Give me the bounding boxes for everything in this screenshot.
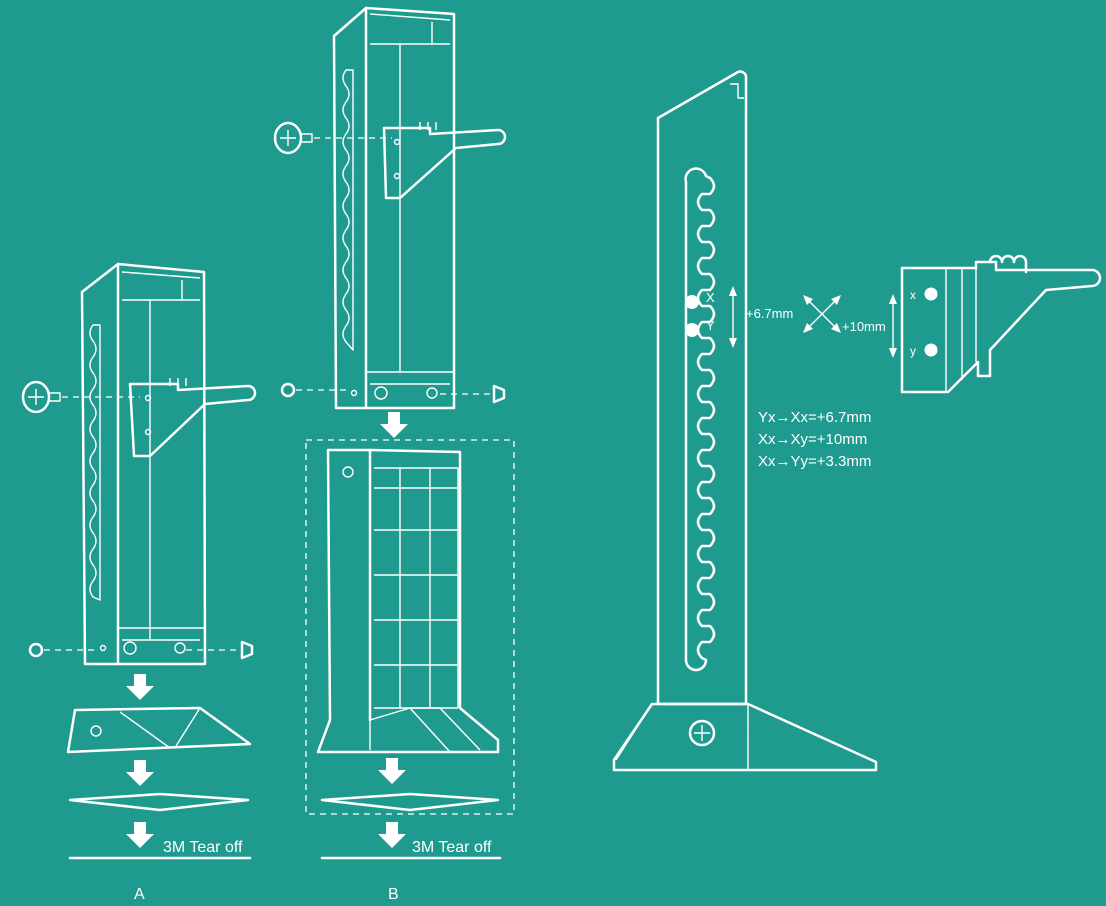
bottom-screws-a: [28, 640, 254, 660]
detail-bracket: x y: [900, 254, 1102, 394]
offset-vertical-label: +6.7mm: [746, 306, 793, 321]
bracket-hole-x-label: x: [910, 288, 916, 302]
hole-x: [685, 295, 699, 309]
hole-y-label: Y: [706, 318, 715, 333]
formula-line: Yx→Xx=+6.7mm: [758, 409, 871, 426]
bracket-hole-y-label: y: [910, 344, 916, 358]
bracket-offset-arrow-icon: [889, 294, 897, 358]
arrow-down-icon: [126, 674, 154, 700]
bottom-screws-b: [280, 382, 506, 404]
arrow-down-icon: [126, 822, 154, 848]
tear-off-label-b: 3M Tear off: [412, 839, 492, 856]
arrow-down-icon: [378, 758, 406, 784]
panel-label-b: B: [388, 886, 399, 903]
diagonal-offset-arrows-icon: [803, 295, 841, 333]
base-screw-icon: [688, 719, 716, 747]
bracket-b: [382, 122, 507, 200]
arrow-down-icon: [126, 760, 154, 786]
hole-x-label: X: [706, 290, 715, 305]
offset-formulas: Yx→Xx=+6.7mm Xx→Xy=+10mm Xx→Yy=+3.3mm: [758, 409, 871, 470]
vertical-offset-arrow-icon: [729, 286, 737, 348]
bracket-a: [128, 378, 257, 458]
base-a: [66, 706, 252, 754]
post-b: [332, 6, 456, 410]
tear-off-label-a: 3M Tear off: [163, 839, 243, 856]
wave-slot-detail: [684, 167, 716, 672]
adhesive-pad-a: [68, 792, 250, 812]
hole-y: [685, 323, 699, 337]
offset-diagonal-label: +10mm: [842, 319, 886, 334]
arrow-down-icon: [378, 822, 406, 848]
formula-line: Xx→Xy=+10mm: [758, 431, 867, 448]
adhesive-pad-b: [320, 792, 500, 812]
arrow-down-icon: [380, 412, 408, 438]
formula-line: Xx→Yy=+3.3mm: [758, 453, 871, 470]
bracket-hole-x: [924, 287, 938, 301]
assembly-b: 3M Tear off B: [273, 6, 515, 903]
post-a: [80, 262, 207, 666]
thumb-screw-b: [273, 121, 392, 155]
wave-slot-b: [342, 69, 354, 351]
bracket-hole-y: [924, 343, 938, 357]
base-b-grid: [316, 448, 500, 754]
highlight-box-b: [305, 439, 515, 815]
panel-label-a: A: [134, 886, 145, 903]
assembly-a: 3M Tear off A: [21, 262, 257, 903]
wave-slot-a: [89, 324, 101, 601]
thumb-screw-a: [21, 380, 140, 414]
detail-post: X Y: [612, 70, 878, 772]
